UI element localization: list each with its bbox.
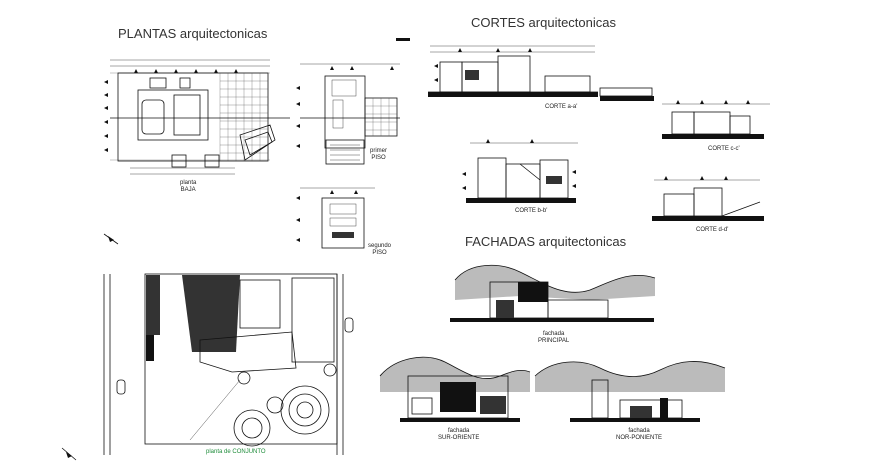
caption-corte-dd: CORTE d-d' (696, 227, 729, 233)
fachada-principal-drawing (450, 264, 656, 322)
tree-icon (323, 363, 337, 377)
planta-baja-drawing (104, 59, 290, 175)
car-icon (344, 317, 354, 333)
caption-corte-cc: CORTE c-c' (708, 146, 740, 152)
fachada-norponiente-drawing (534, 361, 726, 422)
caption-corte-bb: CORTE b-b' (515, 208, 548, 214)
tree-icon (237, 371, 251, 385)
cortes-title: CORTES arquitectonicas (471, 15, 616, 30)
plantas-title: PLANTAS arquitectonicas (118, 26, 268, 41)
corte-aa-drawing (428, 45, 654, 101)
north-arrow-icon (61, 447, 77, 461)
car-icon (116, 379, 126, 395)
primer-piso-drawing (296, 63, 400, 165)
fachadas-title: FACHADAS arquitectonicas (465, 234, 627, 249)
corte-bb-drawing (462, 139, 578, 203)
fachada-suroriente-drawing (379, 356, 531, 422)
caption-corte-aa: CORTE a-a' (545, 104, 578, 110)
north-arrow-icon (103, 233, 119, 245)
segundo-piso-drawing (296, 187, 375, 249)
scale-bar (396, 38, 410, 41)
caption-planta-conjunto: planta de CONJUNTO (206, 449, 266, 455)
planta-conjunto-drawing (103, 273, 354, 455)
corte-cc-drawing (662, 100, 770, 139)
corte-dd-drawing (652, 176, 764, 221)
